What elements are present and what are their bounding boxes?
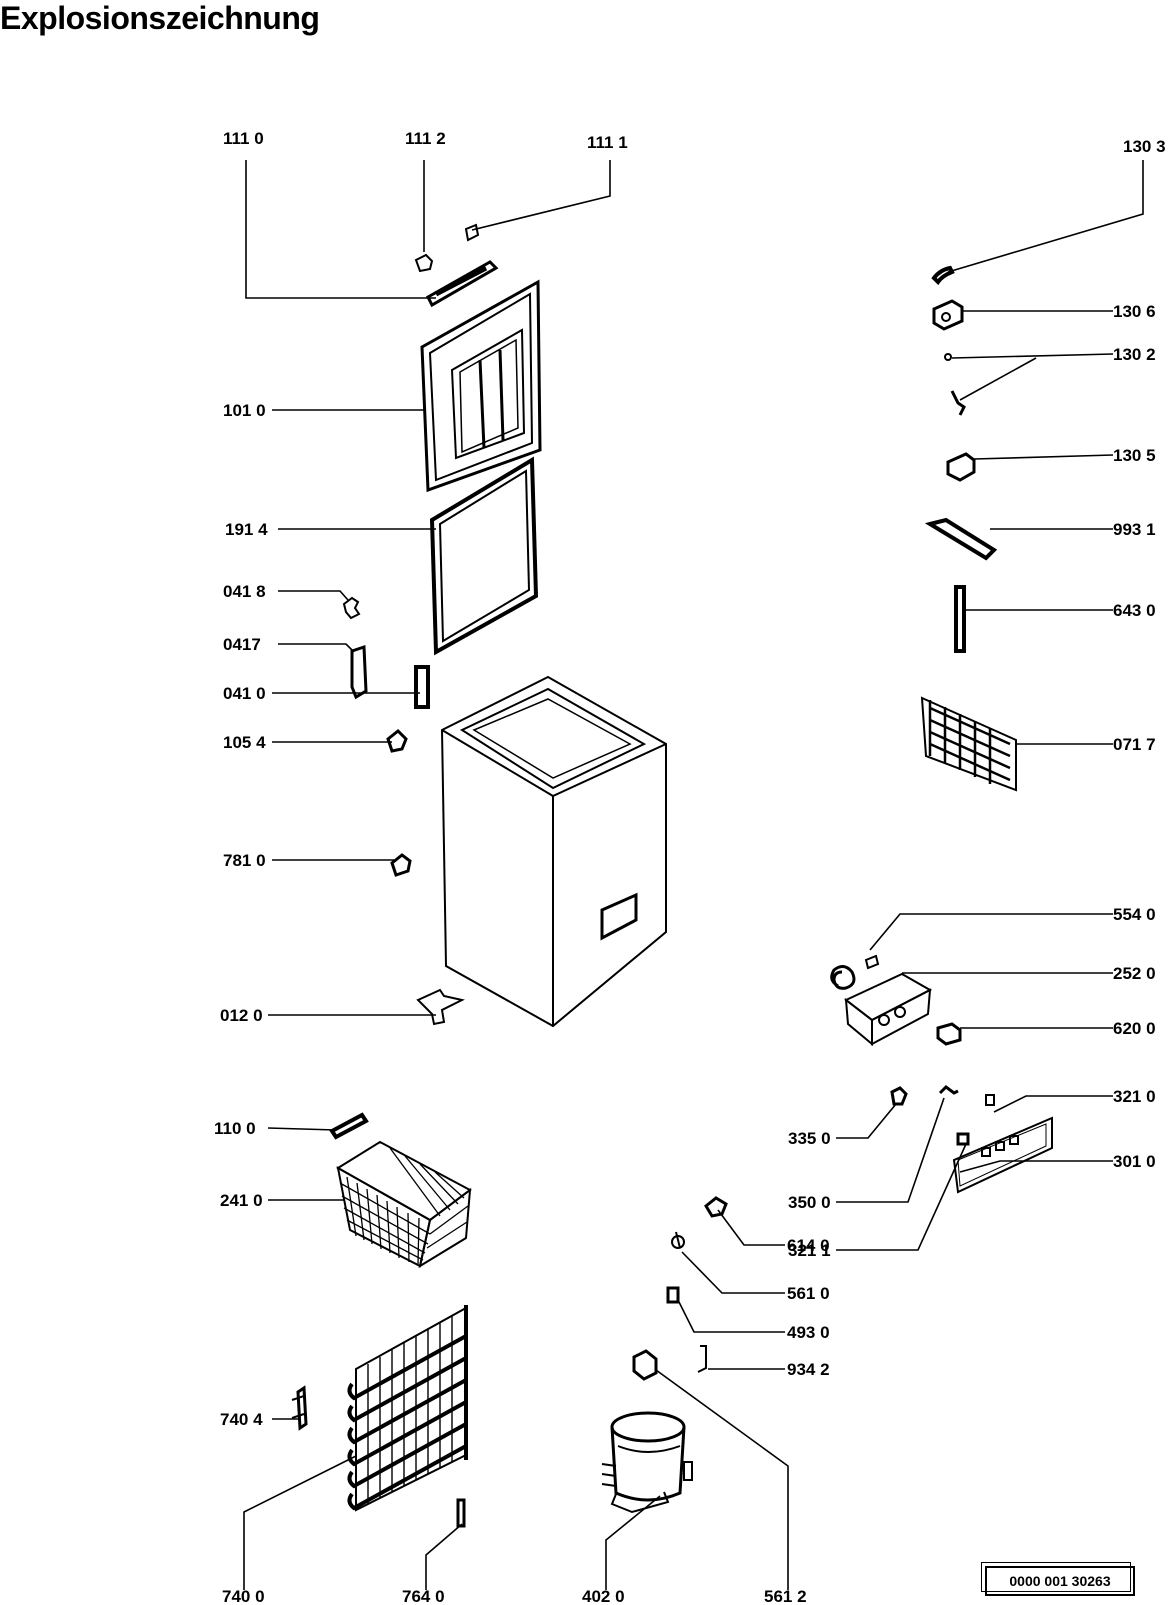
part-label-554-0: 554 0	[1113, 905, 1156, 924]
part-label-321-0: 321 0	[1113, 1087, 1156, 1106]
condenser-clip	[291, 1385, 308, 1431]
part-label-041-8: 041 8	[223, 582, 266, 601]
part-labels: 111 0 111 2 111 1 130 3 130 6 130 2 130 …	[214, 129, 1166, 1605]
part-label-130-3: 130 3	[1123, 137, 1166, 156]
lamp-cap	[890, 1086, 908, 1106]
part-label-740-0: 740 0	[222, 1587, 265, 1605]
cable-clamp	[671, 1231, 685, 1249]
part-label-041-0: 041 0	[223, 684, 266, 703]
lid-gasket	[429, 456, 539, 656]
condenser	[347, 1305, 468, 1512]
part-label-241-0: 241 0	[220, 1191, 263, 1210]
part-label-071-7: 071 7	[1113, 735, 1156, 754]
lock-part	[386, 728, 408, 753]
leader-lines	[243, 160, 1144, 1590]
part-label-101-0: 101 0	[223, 401, 266, 420]
basket	[336, 1140, 472, 1269]
spring-part	[944, 353, 966, 416]
part-label-335-0: 335 0	[788, 1129, 831, 1148]
part-label-402-0: 402 0	[582, 1587, 625, 1605]
control-housing	[844, 972, 933, 1047]
thermostat-knob	[704, 1196, 728, 1218]
part-label-561-0: 561 0	[787, 1284, 830, 1303]
thermostat	[932, 299, 964, 331]
foot-bracket	[416, 988, 465, 1026]
basket-holder	[329, 1112, 369, 1140]
part-label-110-0: 110 0	[214, 1119, 256, 1138]
relay	[632, 1349, 658, 1381]
part-label-191-4: 191 4	[225, 520, 268, 539]
part-label-781-0: 781 0	[223, 851, 266, 870]
lamp-socket	[946, 452, 976, 482]
hinge-spring	[342, 596, 361, 620]
lamp-holder	[390, 853, 412, 877]
part-label-012-0: 012 0	[220, 1006, 263, 1025]
part-label-105-4: 105 4	[223, 733, 266, 752]
part-label-993-1: 993 1	[1113, 520, 1156, 539]
part-label-643-0: 643 0	[1113, 601, 1156, 620]
part-label-130-5: 130 5	[1113, 446, 1156, 465]
terminal	[666, 1286, 680, 1304]
part-label-301-0: 301 0	[1113, 1152, 1156, 1171]
part-label-614-0: 614 0	[787, 1236, 830, 1255]
control-panel	[952, 1116, 1053, 1194]
lid	[420, 279, 542, 493]
hinge-cover	[464, 223, 480, 242]
part-label-130-6: 130 6	[1113, 302, 1156, 321]
part-label-764-0: 764 0	[402, 1587, 445, 1605]
compressor	[601, 1411, 693, 1514]
lid-handle	[426, 260, 499, 308]
part-label-493-0: 493 0	[787, 1323, 830, 1342]
thermostat-sensor	[931, 265, 955, 286]
cover-strip	[924, 517, 998, 561]
switch	[936, 1022, 962, 1046]
part-label-111-0: 111 0	[223, 129, 264, 148]
part-label-620-0: 620 0	[1113, 1019, 1156, 1038]
part-label-740-4: 740 4	[220, 1410, 263, 1429]
part-label-321-1: 321 1	[788, 1241, 831, 1260]
document-number-box: 0000 001 30263	[981, 1562, 1135, 1596]
part-label-350-0: 350 0	[788, 1193, 831, 1212]
hinge-bracket	[350, 644, 368, 700]
part-label-252-0: 252 0	[1113, 964, 1156, 983]
page-title: Explosionszeichnung	[0, 0, 320, 36]
capillary	[830, 954, 880, 990]
cabinet	[440, 675, 667, 1028]
evaporator-plate	[920, 696, 1017, 792]
part-label-0417: 0417	[223, 635, 261, 654]
part-label-111-2: 111 2	[405, 129, 446, 148]
part-label-130-2: 130 2	[1113, 345, 1156, 364]
part-label-561-2: 561 2	[764, 1587, 807, 1605]
hinge-cap	[414, 253, 434, 273]
lamp-small	[956, 1094, 995, 1146]
wire-clip	[697, 1345, 707, 1373]
hinge	[414, 665, 430, 709]
part-label-111-1: 111 1	[587, 133, 628, 152]
part-label-934-2: 934 2	[787, 1360, 830, 1379]
drain-pin	[456, 1498, 466, 1528]
indicator	[938, 1085, 959, 1095]
rail	[954, 585, 966, 653]
